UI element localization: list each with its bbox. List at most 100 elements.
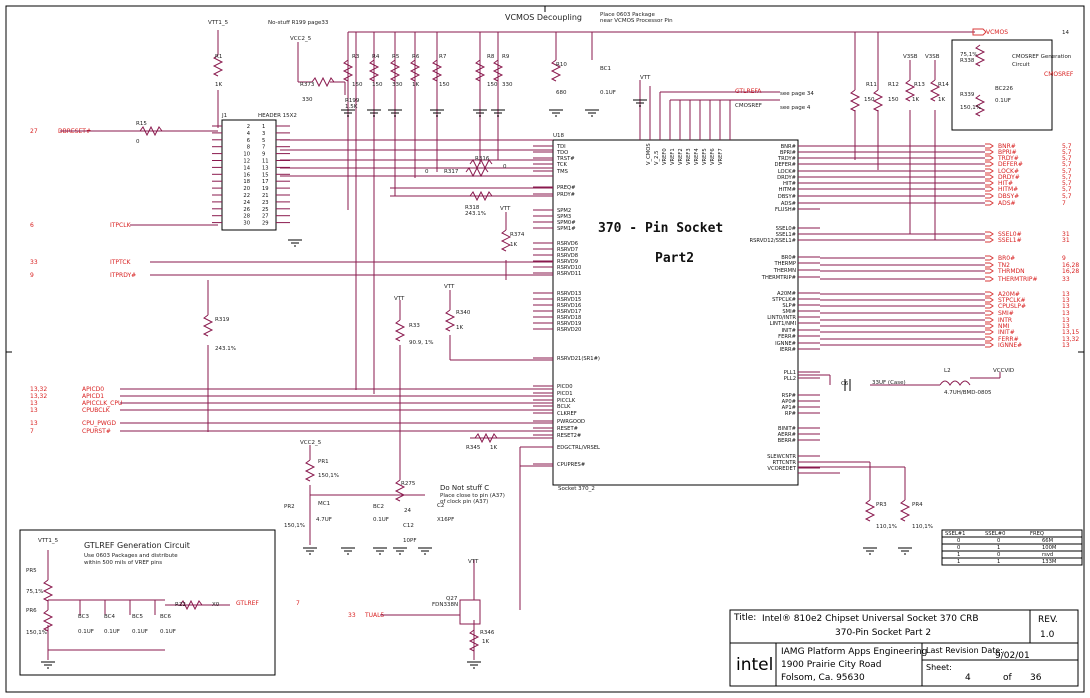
left-net-labels: DBRESET#27ITPCLK6ITPTCK33ITPRDY#9APICD01… [30,128,385,619]
resistor-label: 1K [912,97,919,103]
table-cell: 0 [957,538,960,544]
socket-left-pin-label: PICD1 [557,391,573,397]
resistor-body [179,599,203,611]
capacitor-label: BC226 [995,86,1014,92]
socket-right-pin-label: PLL1 [784,370,796,376]
net-flag [985,329,994,335]
net-flag [985,168,994,174]
resistor-body [304,459,316,482]
net-flag [985,155,994,161]
resistor-body [212,54,224,77]
cmosref-title: CMOSREF Generation [1012,54,1072,60]
net-label-right: FERR# [998,336,1019,343]
socket-top-pin-label: VREF0 [662,148,668,165]
socket-right-pin-label: LINT1/NMI [770,321,797,327]
socket-top-pin-label: VREF5 [702,148,708,165]
net-flag [985,262,994,268]
header-15x2 [221,119,277,231]
net-label-left: TUAL5 [364,612,385,619]
capacitor-label: BC1 [600,66,611,72]
net-label-right: CPUSLP# [998,303,1026,310]
socket-right-pin-label: THERMP [773,261,796,267]
socket-footer: Socket 370_2 [558,486,595,492]
net-page-ref: 5,7 [1062,149,1072,156]
net-page-ref: 16,28 [1062,262,1079,269]
net-flag [985,237,994,243]
socket-right-pin-label: BINIT# [778,426,796,432]
resistor-label: PR6 [26,608,37,614]
gtlref-box [19,529,276,676]
resistor-label: 1.5K [345,104,358,110]
net-vcmos: VCMOS [986,29,1008,36]
net-label-right: SMI# [998,310,1014,317]
socket-left-pin-label: RSRVD17 [557,309,581,315]
header-pin-left: 16 [243,172,250,178]
net-note-2: see page 4 [780,105,811,111]
net-label-right: HITM# [998,186,1018,193]
net-flag [985,276,994,282]
table-header-cell: FREQ [1030,531,1044,537]
capacitor-label: BC3 [78,614,90,620]
resistor-body [389,59,401,82]
net-flag [985,193,994,199]
header-pins: 2468101214161820222426283013579111315171… [212,124,290,227]
inductor-l2 [939,380,971,386]
resistor-label: 0 [425,169,429,175]
resistor-body [465,166,489,178]
header-ref: J1 [221,113,227,119]
net-flag [985,186,994,192]
net-page-ref: 13 [30,420,38,427]
socket-left-pin-label: RSRVD6 [557,241,578,247]
resistor-label: 330 [392,82,403,88]
net-page-ref: 13 [1062,317,1070,324]
socket-right-pin-label: INIT# [782,328,796,334]
socket-left-pin-label: PWRGOOD [557,419,585,425]
resistor-label: R319 [215,317,230,323]
net-page-ref: 5,7 [1062,168,1072,175]
net-page-ref: 13,15 [1062,329,1079,336]
resistor-label: R373 [300,82,315,88]
header-pin-right: 5 [262,138,265,144]
socket-right-pin-label: HIT# [783,181,796,187]
resistor-body [864,499,876,522]
power-rail-label: VTT [468,559,479,565]
net-page-ref: 13 [1062,310,1070,317]
resistor-body [500,229,512,252]
net-label-left: CPUBCLK [82,407,111,414]
capacitor-label: 0.1UF [104,629,120,635]
address-1: 1900 Prairie City Road [781,660,881,670]
net-flag [985,149,994,155]
net-label-left: ITPRDY# [110,272,136,279]
socket-right-pin-label: SMI# [782,309,796,315]
net-label-right: BR0# [998,255,1015,262]
net-flag [985,143,994,149]
net-label-right: STPCLK# [998,297,1026,304]
resistor-label: R3 [352,54,360,60]
address-2: Folsom, Ca. 95630 [781,673,865,683]
socket-right-pin-label: IERR# [780,347,796,353]
socket-right-pin-label: BERR# [778,438,796,444]
net-flag [985,255,994,261]
resistor-body [872,89,884,112]
net-page-ref: 7 [30,428,34,435]
net-page-ref: 13 [1062,303,1070,310]
inductor-value: 4.7UH/BMD-0805 [944,390,992,396]
net-cmosref-out: CMOSREF [1044,71,1074,78]
socket-title-2: Part2 [655,251,694,266]
resistor-label: 110,1% [876,524,897,530]
socket-top-pin-label: V_CMOS [646,143,652,165]
net-flag [985,336,994,342]
socket-left-pins: TDITDOTRST#TCKTMSPREQ#PRDY#SPM2SPM3SPM0#… [533,144,600,468]
header-pin-left: 22 [243,193,250,199]
resistor-label: PR2 [284,504,295,510]
resistor-body [469,190,493,202]
socket-right-pin-label: AP0# [782,399,796,405]
net-page-ref: 13 [1062,342,1070,349]
resistor-label: 1K [938,97,945,103]
net-label-right: A20M# [998,291,1020,298]
net-label-right: INIT# [998,329,1015,336]
resistor-body [409,59,421,82]
net-page-ref: 13,32 [30,393,47,400]
socket-left-pin-label: RSRVD16 [557,303,581,309]
